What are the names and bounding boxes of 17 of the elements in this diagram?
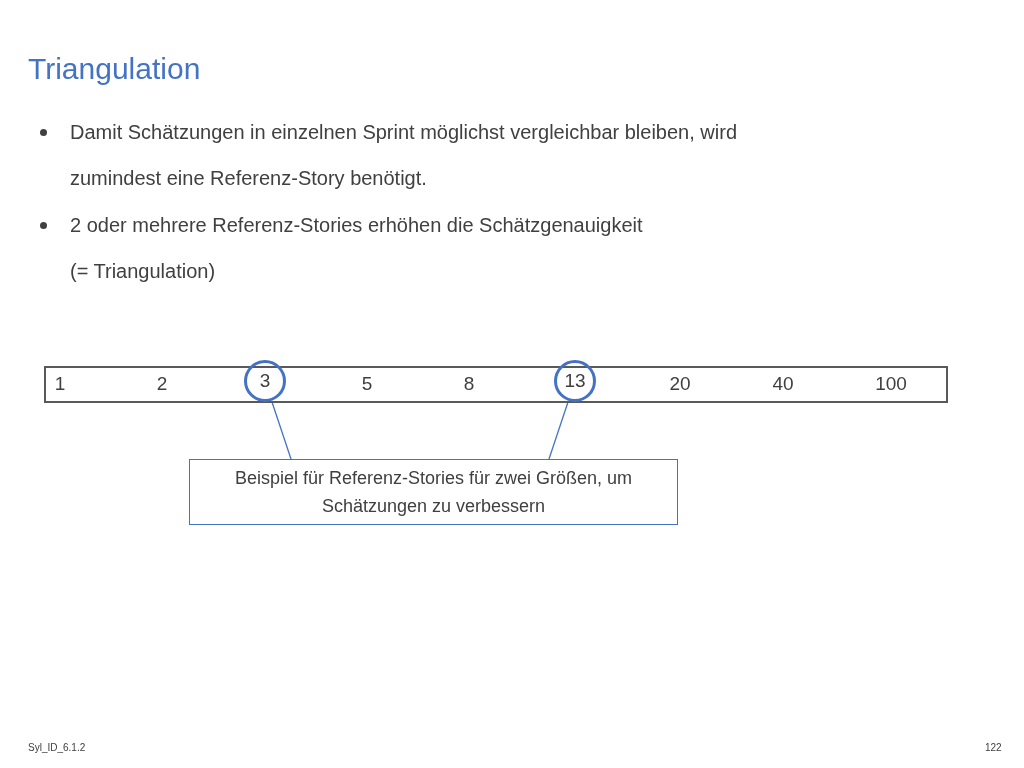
- leader-line: [548, 400, 569, 460]
- scale-number: 2: [137, 373, 187, 395]
- scale-number: 1: [35, 373, 85, 395]
- scale-number: 20: [655, 373, 705, 395]
- leader-line: [271, 400, 292, 460]
- bullet-text: 2 oder mehrere Referenz-Stories erhöhen die Schätzgenauigkeit (= Triangulation): [70, 213, 644, 284]
- scale-number: 8: [444, 373, 494, 395]
- scale-number: 100: [866, 373, 916, 395]
- callout-box: Beispiel für Referenz-Stories für zwei Größen, um Schätzungen zu verbessern: [189, 459, 678, 525]
- circled-number: 13: [554, 360, 596, 402]
- slide-id: Syl_ID_6.1.2: [28, 742, 87, 753]
- page-number: 122: [985, 742, 1003, 753]
- scale-number: 5: [342, 373, 392, 395]
- circled-number: 3: [244, 360, 286, 402]
- scale-number: 40: [758, 373, 808, 395]
- bullet-text: Damit Schätzungen in einzelnen Sprint möglichst vergleichbar bleiben, wird zumindest eine Referenz-Story benötigt.: [70, 120, 739, 191]
- slide-title: Triangulation: [28, 52, 201, 86]
